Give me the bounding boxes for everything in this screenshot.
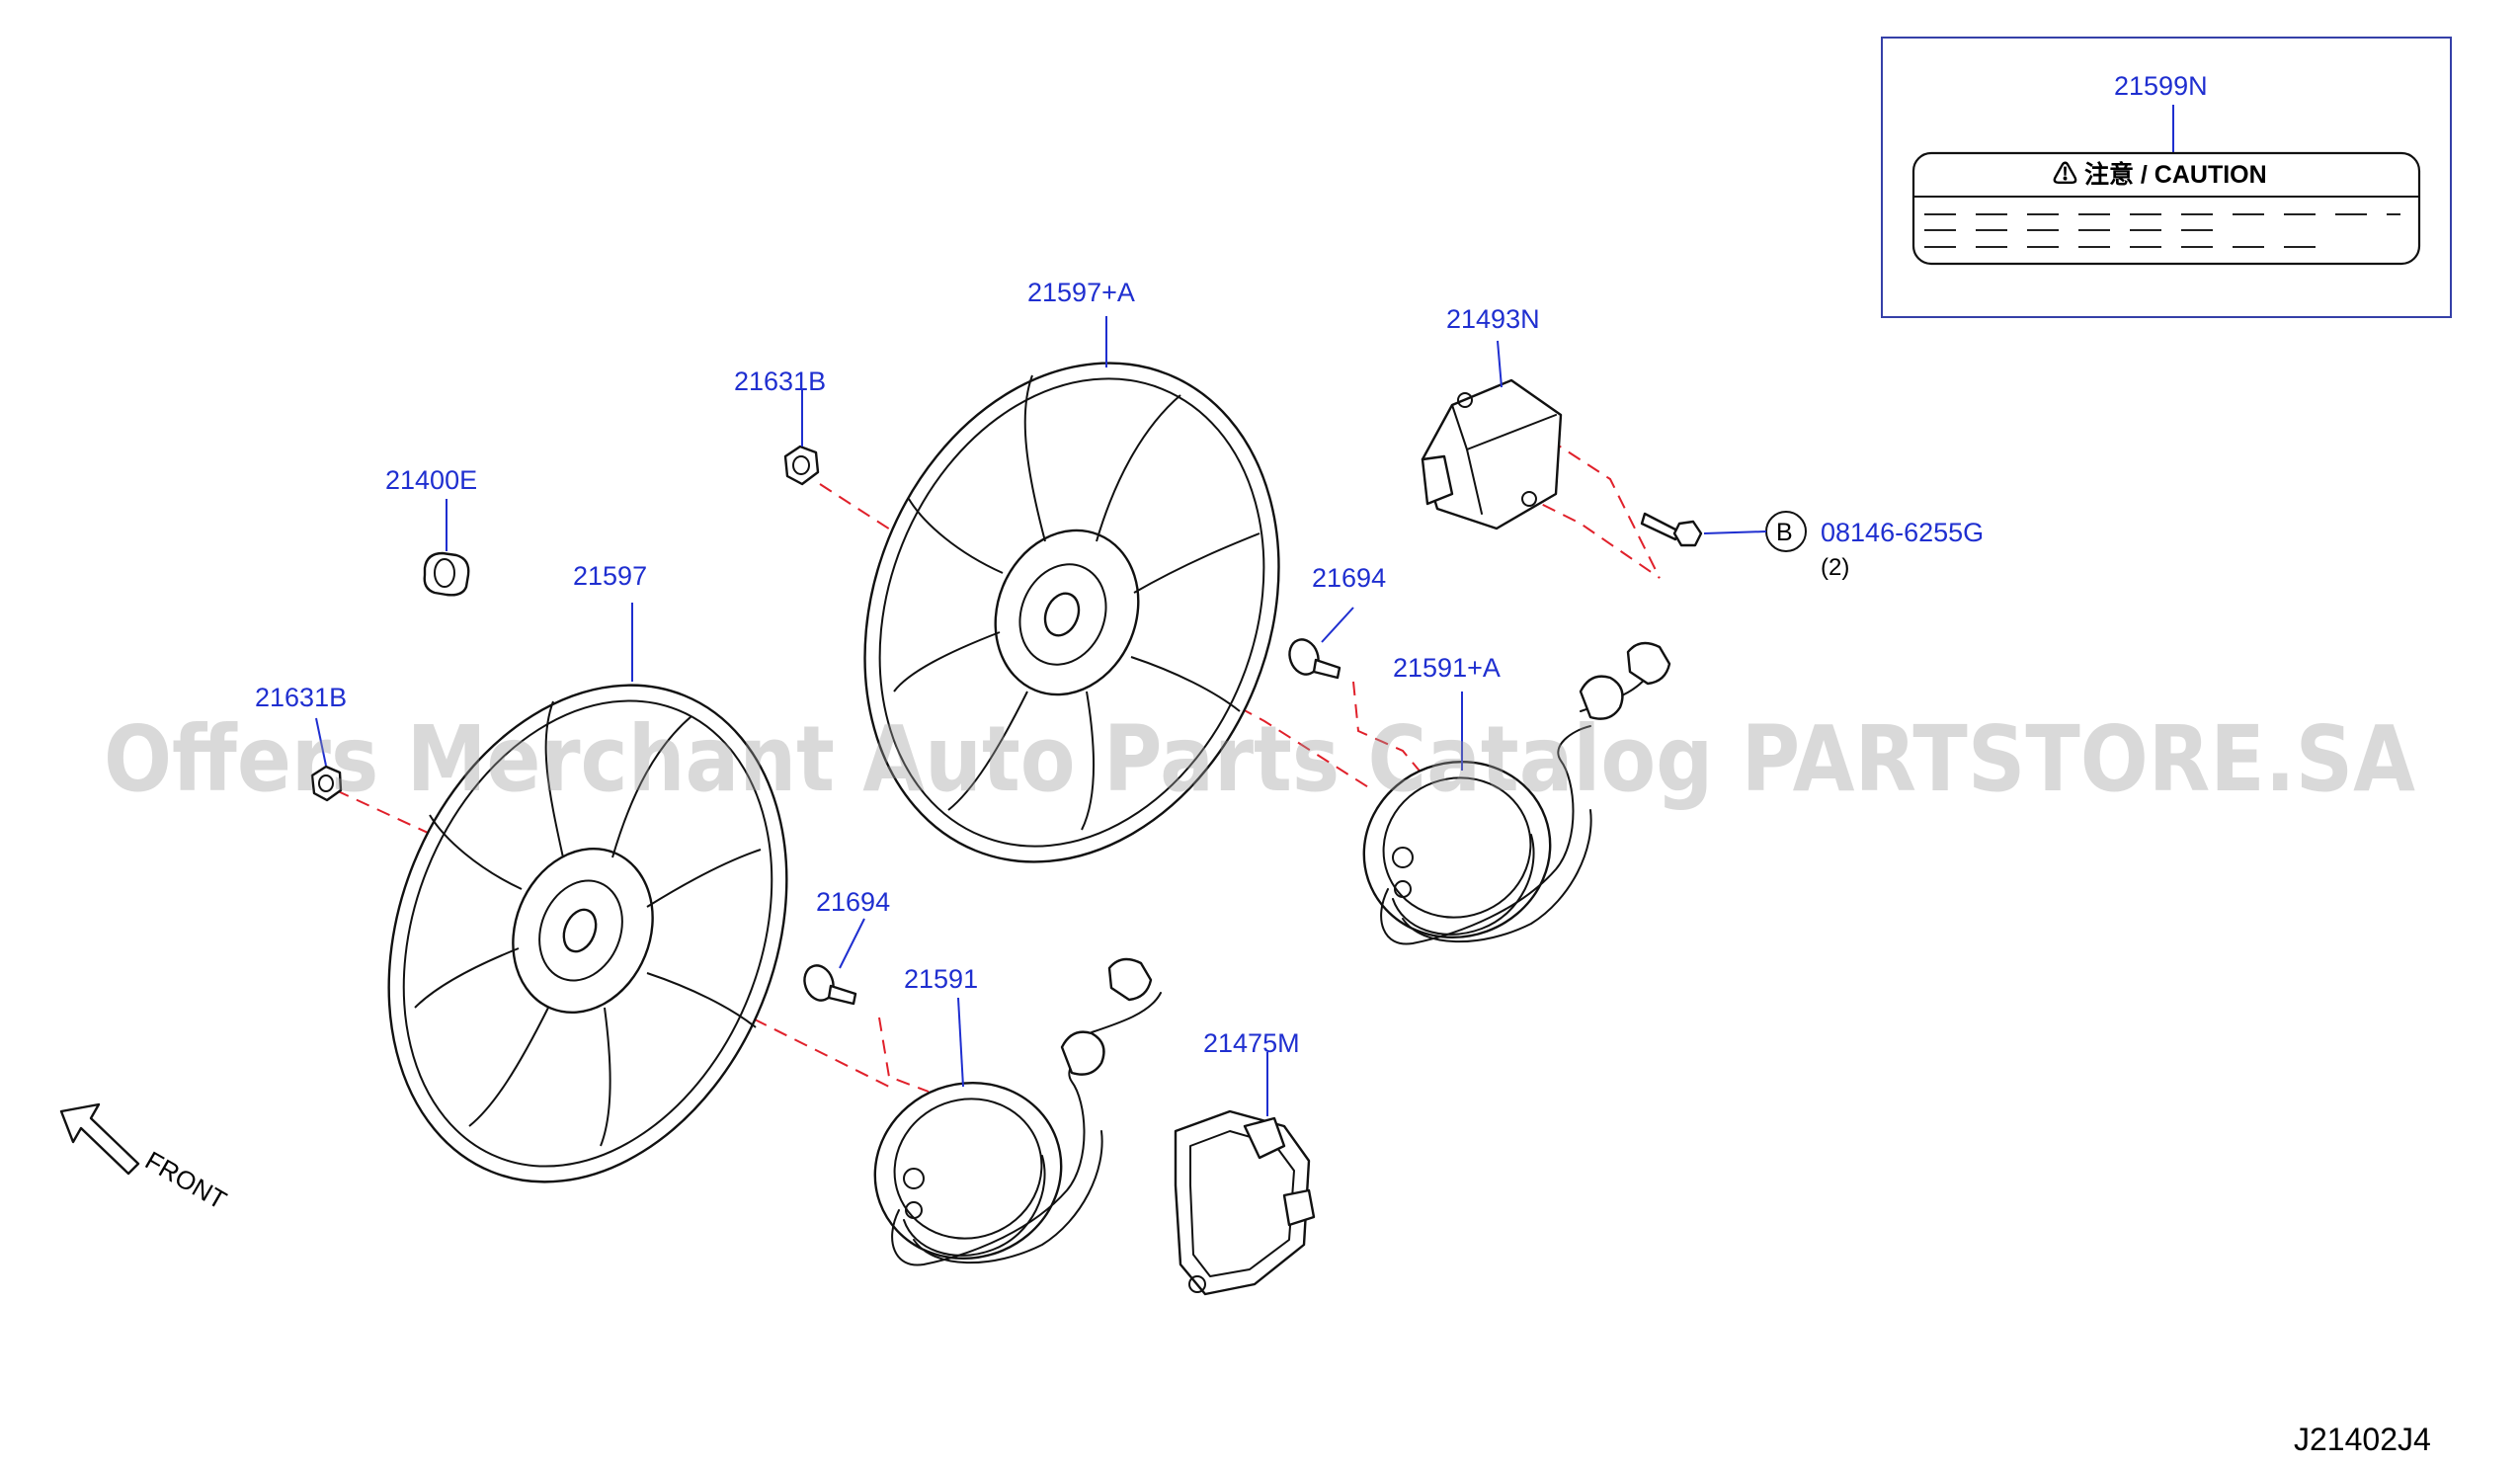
- part-qty-08146-6255G: (2): [1821, 554, 1849, 581]
- caution-label-box: 21599N ⚠ 注意 / CAUTION: [1881, 37, 2452, 318]
- motor-cover-21475M[interactable]: [1174, 1109, 1316, 1296]
- screw-21694-bottom[interactable]: [800, 961, 857, 1006]
- bolt-08146-6255G[interactable]: [1640, 512, 1703, 547]
- fan-21597[interactable]: [317, 625, 857, 1242]
- fan-21597A[interactable]: [792, 300, 1351, 925]
- part-label-21597A[interactable]: 21597+A: [1027, 278, 1135, 307]
- part-label-21694-top[interactable]: 21694: [1312, 563, 1386, 593]
- front-label: FRONT: [140, 1145, 232, 1215]
- part-label-21591[interactable]: 21591: [904, 964, 978, 994]
- caution-text: ⚠ 注意 / CAUTION: [2053, 160, 2267, 189]
- part-label-21631B-top[interactable]: 21631B: [734, 366, 826, 396]
- leader-lines: [315, 316, 1503, 1116]
- part-label-21400E[interactable]: 21400E: [385, 465, 477, 495]
- front-direction-arrow: FRONT: [59, 1102, 232, 1215]
- diagram-code: J21402J4: [2294, 1422, 2431, 1457]
- part-label-21694-bottom[interactable]: 21694: [816, 887, 890, 917]
- part-label-21493N[interactable]: 21493N: [1446, 304, 1540, 334]
- fan-blades-21597A: [893, 374, 1260, 831]
- part-label-21599N[interactable]: 21599N: [2114, 71, 2208, 101]
- nut-21631B-left[interactable]: [310, 765, 343, 802]
- motor-21591A[interactable]: [1340, 641, 1671, 963]
- assembly-dash-lines: [335, 414, 1661, 1093]
- motor-21591[interactable]: [851, 957, 1162, 1284]
- part-label-21475M[interactable]: 21475M: [1203, 1028, 1300, 1058]
- grommet-21400E[interactable]: [423, 551, 470, 597]
- watermark-text: Offers Merchant Auto Parts Catalog PARTS…: [104, 706, 2415, 812]
- part-label-21631B-left[interactable]: 21631B: [255, 683, 347, 712]
- part-label-21597[interactable]: 21597: [573, 561, 647, 591]
- part-label-08146-6255G[interactable]: 08146-6255G: [1821, 518, 1984, 547]
- screw-21694-top[interactable]: [1285, 635, 1341, 680]
- caution-placeholder-lines: [1924, 213, 2400, 248]
- fan-blades-21597: [414, 700, 762, 1147]
- nut-21631B-top[interactable]: [783, 445, 820, 486]
- resistor-21493N[interactable]: [1421, 378, 1563, 530]
- callout-letter-B: B: [1776, 519, 1793, 546]
- part-label-21591A[interactable]: 21591+A: [1393, 653, 1501, 683]
